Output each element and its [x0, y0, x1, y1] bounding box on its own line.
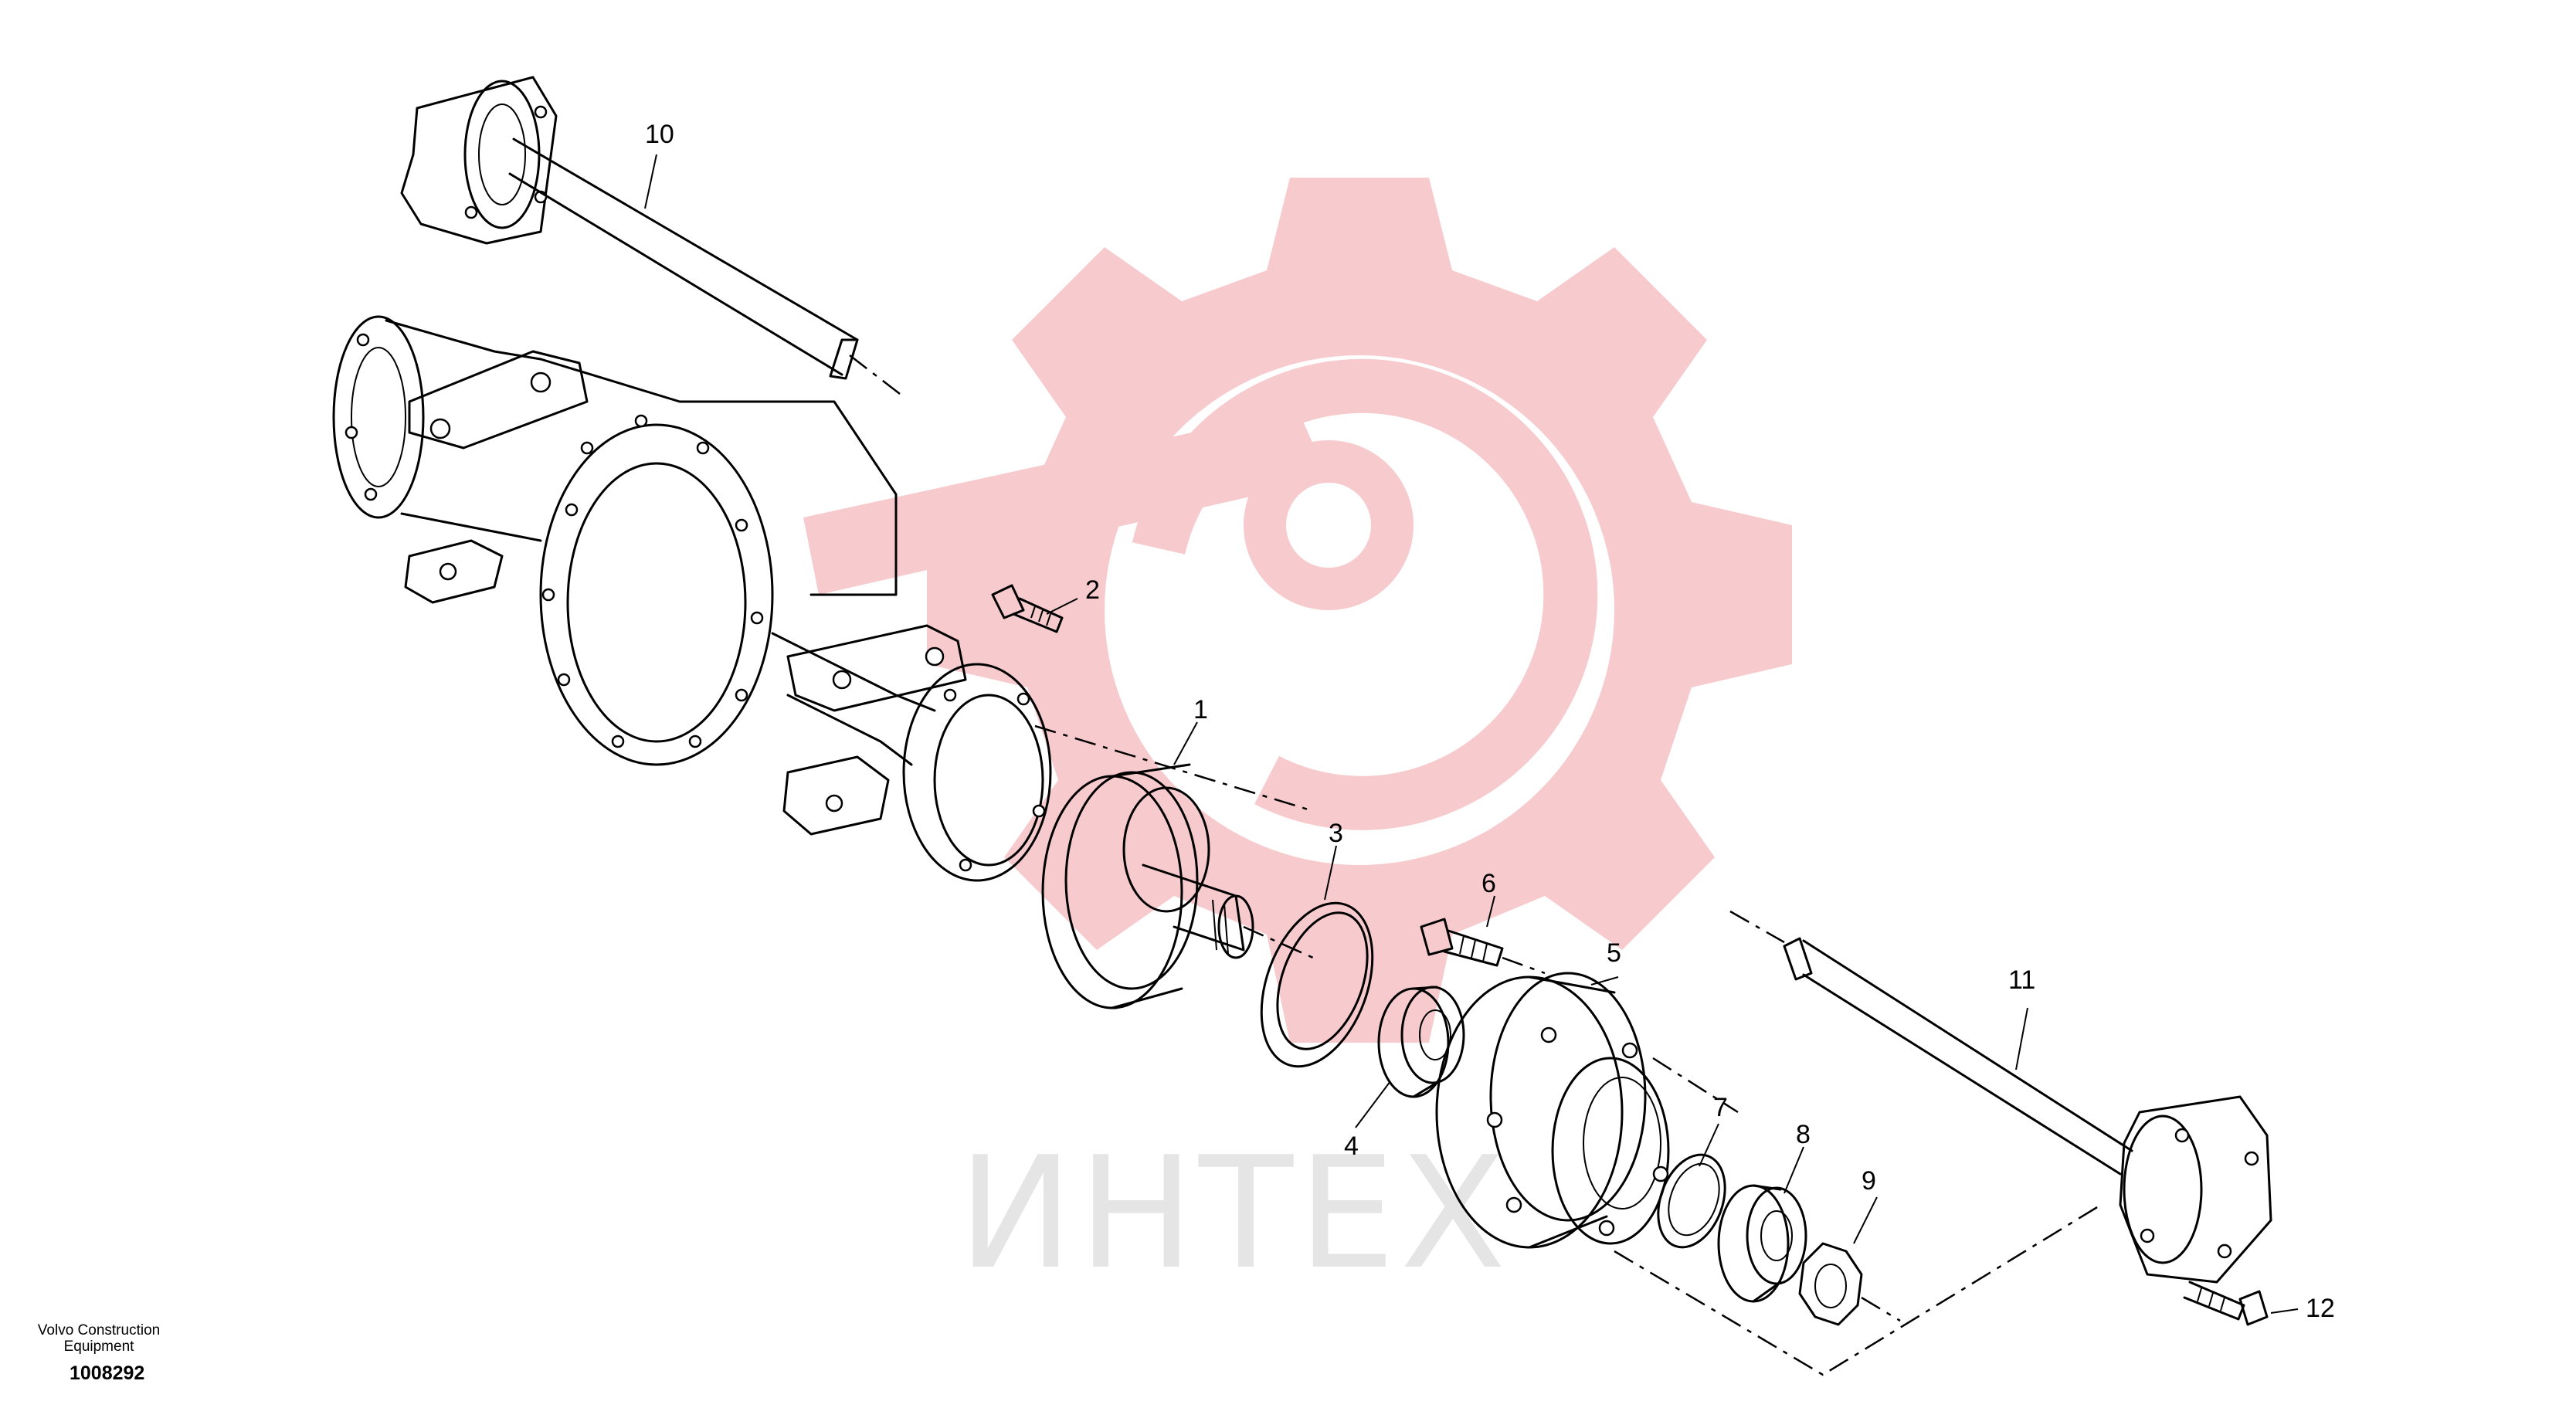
bolt-2	[991, 584, 1064, 633]
bearing-8	[1717, 1184, 1807, 1303]
bearing-4	[1377, 986, 1465, 1098]
axle-shaft-10	[400, 76, 901, 395]
brand-label: Volvo Construction Equipment	[37, 1322, 161, 1355]
hub-5	[1435, 972, 1739, 1249]
callout-12: 12	[2306, 1294, 2335, 1323]
spindle-1	[1041, 763, 1314, 1009]
document-number: 1008292	[70, 1362, 145, 1384]
callout-3: 3	[1329, 819, 1343, 848]
leader-lines	[644, 154, 2299, 1314]
callout-4: 4	[1344, 1131, 1359, 1161]
callout-9: 9	[1862, 1166, 1876, 1196]
callout-5: 5	[1607, 938, 1621, 968]
callout-11: 11	[2008, 965, 2035, 995]
axle-housing	[332, 315, 1314, 882]
lock-nut-9	[1798, 1242, 1901, 1326]
callout-8: 8	[1796, 1120, 1811, 1149]
seal-ring-3	[1260, 901, 1374, 1068]
watermark-text: ИНТЕХ	[958, 1124, 1511, 1304]
axle-shaft-11	[1729, 910, 2272, 1284]
callout-6: 6	[1481, 869, 1496, 898]
assembly-line-lower	[1614, 1203, 2102, 1376]
callout-10: 10	[645, 120, 674, 149]
watermark-gear-logo: ИНТЕХ	[803, 178, 1792, 1304]
seal-7	[1657, 1153, 1726, 1249]
callout-7: 7	[1713, 1093, 1728, 1122]
callout-2: 2	[1085, 575, 1100, 605]
callout-1: 1	[1193, 695, 1208, 724]
wheel-stud-6	[1420, 918, 1546, 975]
bolt-12	[2183, 1281, 2269, 1326]
